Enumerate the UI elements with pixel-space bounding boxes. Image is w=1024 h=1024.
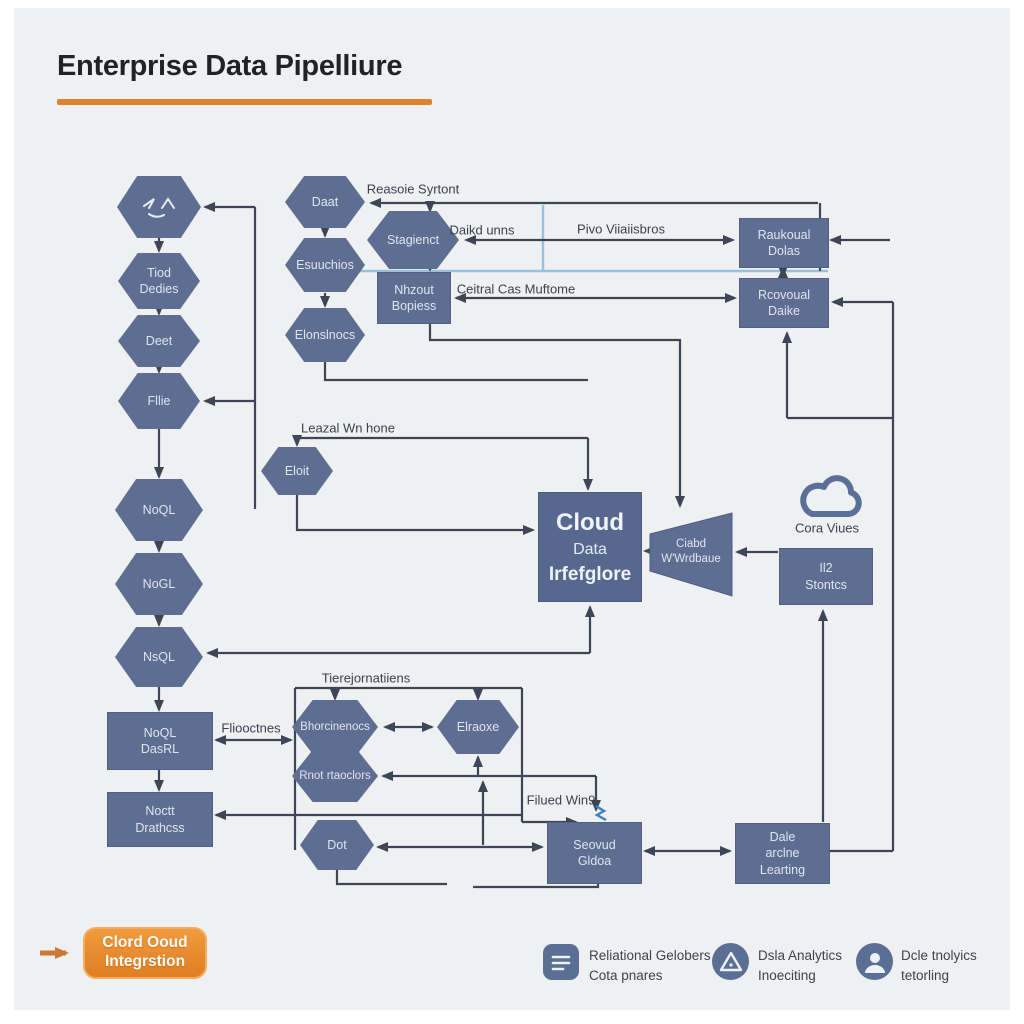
legend-item-2: Dsla Analytics Inoeciting (758, 948, 843, 983)
edge-label-ceitral: Ceitral Cas Muftome (456, 281, 576, 297)
node-nhzout-bopiess: Nhzout Bopiess (377, 272, 451, 324)
edge-label-reasoie: Reasoie Syrtont (366, 181, 460, 197)
node-daat: Daat (285, 176, 365, 228)
node-dale-learting: Dale arclne Learting (735, 823, 830, 884)
node-bhorcinenocs: Bhorcinenocs (292, 700, 378, 754)
node-esuuchios: Esuuchios (285, 238, 365, 292)
cloud-icon-label: Cora Viues (794, 520, 860, 536)
node-eloit: Eloit (261, 447, 333, 495)
node-deet: Deet (118, 315, 200, 367)
cloud-icon (800, 475, 862, 517)
node-nsql: NsQL (115, 627, 203, 687)
node-rcovoual-daike: Rcovoual Daike (739, 278, 829, 328)
node-noql-dasrl: NoQL DasRL (107, 712, 213, 770)
node-raukoual-dolas: Raukoual Dolas (739, 218, 829, 268)
lightning-icon (594, 804, 607, 822)
node-il2-stontcs: Il2 Stontcs (779, 548, 873, 605)
edge-label-filued: Filued Win9 (526, 792, 596, 808)
warning-icon (712, 943, 749, 980)
node-elonslnocs: Elonslnocs (285, 308, 365, 362)
cloud-integration-badge: Clord Ooud Integrstion (83, 927, 207, 979)
page-title: Enterprise Data Pipelliure (57, 50, 403, 82)
node-stagienct: Stagienct (367, 211, 459, 269)
edge-label-tiere: Tierejornatiiens (321, 670, 411, 686)
funnel-shape (649, 512, 733, 597)
node-elraoxe: Elraoxe (437, 700, 519, 754)
node-funnel-label: Ciabd W'Wrdbaue (661, 538, 721, 565)
blue-accent-lines (297, 205, 828, 273)
edge-label-daikd: Daikd unns (449, 222, 515, 238)
node-rnot-rtaoclors: Rnot rtaoclors (292, 750, 378, 802)
person-icon (856, 943, 893, 980)
legend-item-1: Reliational Gelobers Cota pnares (589, 948, 711, 983)
edge-label-flioo: Fliooctnes (221, 720, 281, 736)
node-noctt-drathcss: Noctt Drathcss (107, 792, 213, 847)
node-cloud-data: Cloud Data Irfefglore (538, 492, 642, 602)
title-underline (57, 99, 432, 105)
edge-label-pivo: Pivo Viiaiisbros (577, 221, 665, 237)
edge-label-leazal: Leazal Wn hone (301, 420, 395, 436)
node-dot: Dot (300, 820, 374, 870)
node-noql: NoQL (115, 479, 203, 541)
node-fllie: Fllie (118, 373, 200, 429)
node-tiod-dedies: Tiod Dedies (118, 253, 200, 309)
sketch-icon (143, 197, 175, 218)
node-nogl: NoGL (115, 553, 203, 615)
database-icon (543, 944, 579, 980)
node-seovud-gldoa: Seovud Gldoa (547, 822, 642, 884)
legend-item-3: Dcle tnolyics tetorling (901, 948, 977, 983)
node-sketch (117, 176, 201, 238)
